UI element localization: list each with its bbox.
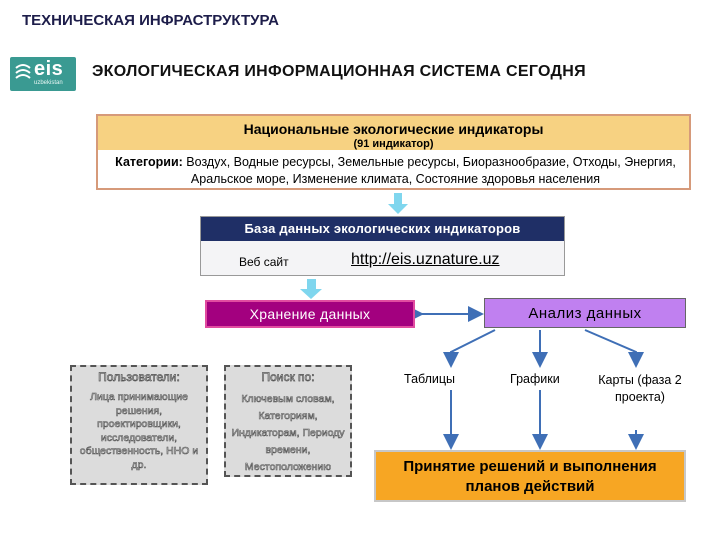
connector-analysis-maps	[584, 329, 644, 368]
search-heading: Поиск по:	[261, 370, 315, 385]
page-header-title: ТЕХНИЧЕСКАЯ ИНФРАСТРУКТУРА	[22, 12, 279, 29]
website-link[interactable]: http://eis.uznature.uz	[351, 251, 500, 268]
leaf-icon	[15, 64, 31, 79]
website-label: Веб сайт	[239, 255, 289, 269]
data-analysis-box: Анализ данных	[484, 298, 686, 328]
eis-logo: eis uzbekistan	[10, 57, 76, 91]
indicator-database-box: База данных экологических индикаторов Ве…	[200, 216, 565, 276]
national-categories: Категории: Воздух, Водные ресурсы, Земел…	[108, 154, 683, 188]
down-arrow-db-to-storage	[300, 279, 322, 299]
categories-text: Воздух, Водные ресурсы, Земельные ресурс…	[182, 155, 676, 186]
users-body: Лица принимающие решения, проектировщики…	[79, 391, 199, 471]
national-title: Национальные экологические индикаторы	[243, 121, 544, 137]
logo-text: eis	[34, 58, 64, 80]
search-box: Поиск по: Ключевым словам, Категориям, И…	[224, 365, 352, 477]
database-title: База данных экологических индикаторов	[201, 217, 564, 241]
national-indicators-box: Национальные экологические индикаторы (9…	[96, 114, 691, 190]
output-graphs: Графики	[510, 372, 560, 386]
output-maps: Карты (фаза 2 проекта)	[598, 373, 682, 404]
national-header-band	[98, 116, 689, 150]
data-storage-box: Хранение данных	[205, 300, 415, 328]
categories-label: Категории:	[115, 155, 183, 169]
users-heading: Пользователи:	[98, 370, 180, 385]
search-body: Ключевым словам, Категориям, Индикаторам…	[231, 393, 345, 474]
connector-analysis-tables	[443, 329, 496, 368]
users-box: Пользователи: Лица принимающие решения, …	[70, 365, 208, 485]
down-arrow-national-to-db	[388, 193, 408, 214]
national-count: (91 индикатор)	[353, 138, 434, 150]
decision-making-box: Принятие решений и выполнения планов дей…	[374, 450, 686, 502]
logo-subtext: uzbekistan	[34, 80, 63, 86]
output-tables: Таблицы	[404, 372, 456, 386]
page-subtitle: ЭКОЛОГИЧЕСКАЯ ИНФОРМАЦИОННАЯ СИСТЕМА СЕГ…	[92, 63, 586, 80]
